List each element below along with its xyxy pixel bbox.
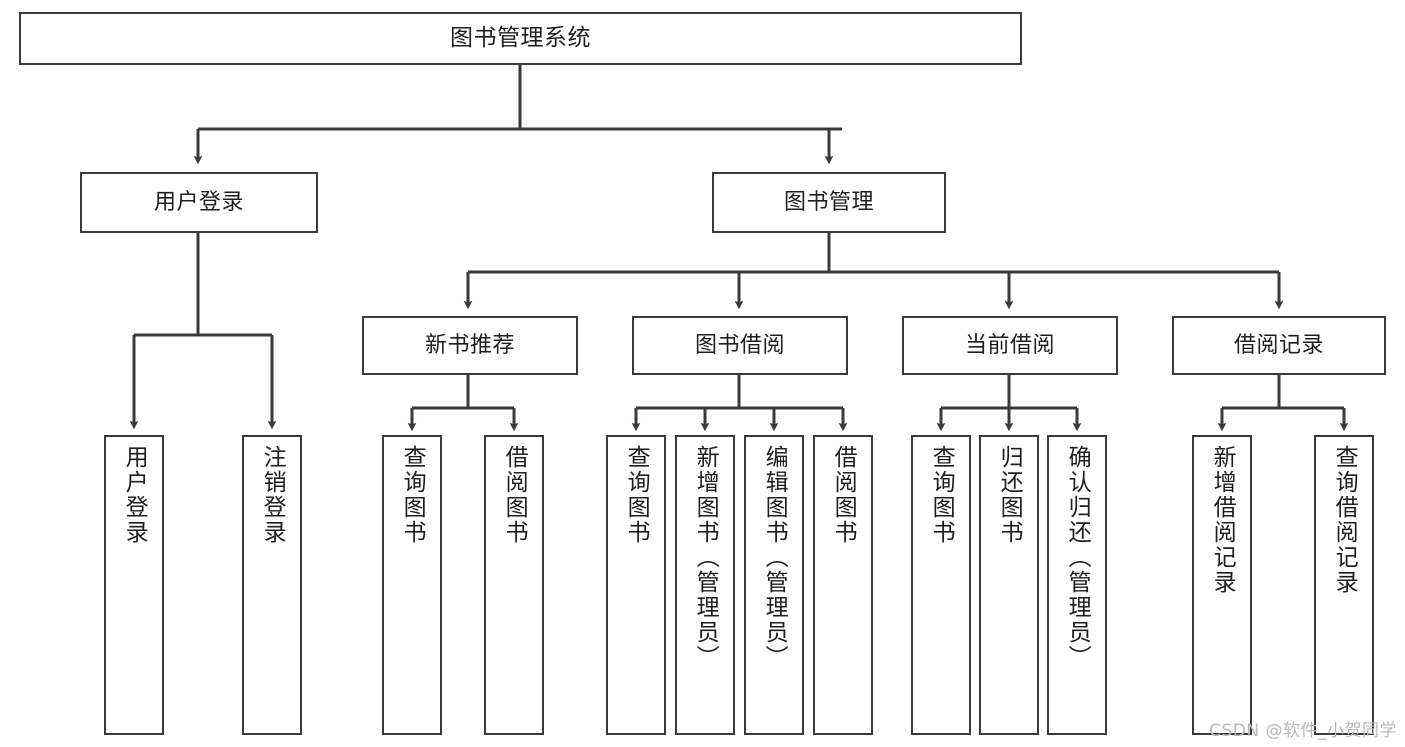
node-label: 当前借阅 xyxy=(964,332,1055,358)
node-current-borrow[interactable]: 当前借阅 xyxy=(902,316,1118,375)
node-label: 确认归还（管理员） xyxy=(1064,445,1091,670)
node-leaf-add-borrow-record[interactable]: 新增借阅记录 xyxy=(1192,435,1252,735)
node-leaf-logout[interactable]: 注销登录 xyxy=(242,435,302,735)
watermark: CSDN @软件_小贺同学 xyxy=(1209,721,1397,741)
node-leaf-borrow-book[interactable]: 借阅图书 xyxy=(813,435,873,735)
node-label: 新书推荐 xyxy=(424,332,515,358)
node-label: 用户登录 xyxy=(153,189,244,215)
node-label: 查询图书 xyxy=(928,445,955,545)
node-leaf-user-login[interactable]: 用户登录 xyxy=(104,435,164,735)
node-label: 编辑图书（管理员） xyxy=(761,445,788,670)
node-root-system[interactable]: 图书管理系统 xyxy=(19,12,1022,65)
node-label: 借阅图书 xyxy=(501,445,528,545)
node-leaf-query-book-recommend[interactable]: 查询图书 xyxy=(382,435,442,735)
node-label: 新增借阅记录 xyxy=(1209,445,1236,595)
node-label: 图书借阅 xyxy=(694,332,785,358)
node-book-management[interactable]: 图书管理 xyxy=(712,172,946,233)
node-label: 用户登录 xyxy=(121,445,148,545)
node-new-book-recommend[interactable]: 新书推荐 xyxy=(362,316,578,375)
node-label: 查询图书 xyxy=(623,445,650,545)
node-label: 查询图书 xyxy=(399,445,426,545)
node-label: 图书管理系统 xyxy=(450,24,591,51)
node-label: 借阅图书 xyxy=(830,445,857,545)
node-label: 查询借阅记录 xyxy=(1331,445,1358,595)
node-leaf-add-book-admin[interactable]: 新增图书（管理员） xyxy=(675,435,735,735)
node-leaf-query-borrow-record[interactable]: 查询借阅记录 xyxy=(1314,435,1374,735)
node-book-borrow[interactable]: 图书借阅 xyxy=(632,316,848,375)
node-user-login[interactable]: 用户登录 xyxy=(80,172,318,233)
node-label: 归还图书 xyxy=(996,445,1023,545)
node-leaf-borrow-book-recommend[interactable]: 借阅图书 xyxy=(484,435,544,735)
node-leaf-confirm-return-admin[interactable]: 确认归还（管理员） xyxy=(1047,435,1107,735)
node-leaf-return-book[interactable]: 归还图书 xyxy=(979,435,1039,735)
node-borrow-records[interactable]: 借阅记录 xyxy=(1172,316,1386,375)
node-label: 新增图书（管理员） xyxy=(692,445,719,670)
node-leaf-edit-book-admin[interactable]: 编辑图书（管理员） xyxy=(744,435,804,735)
node-leaf-query-book-borrow[interactable]: 查询图书 xyxy=(606,435,666,735)
node-label: 借阅记录 xyxy=(1233,332,1324,358)
node-label: 图书管理 xyxy=(783,189,874,215)
node-leaf-query-book-current[interactable]: 查询图书 xyxy=(911,435,971,735)
node-label: 注销登录 xyxy=(259,445,286,545)
